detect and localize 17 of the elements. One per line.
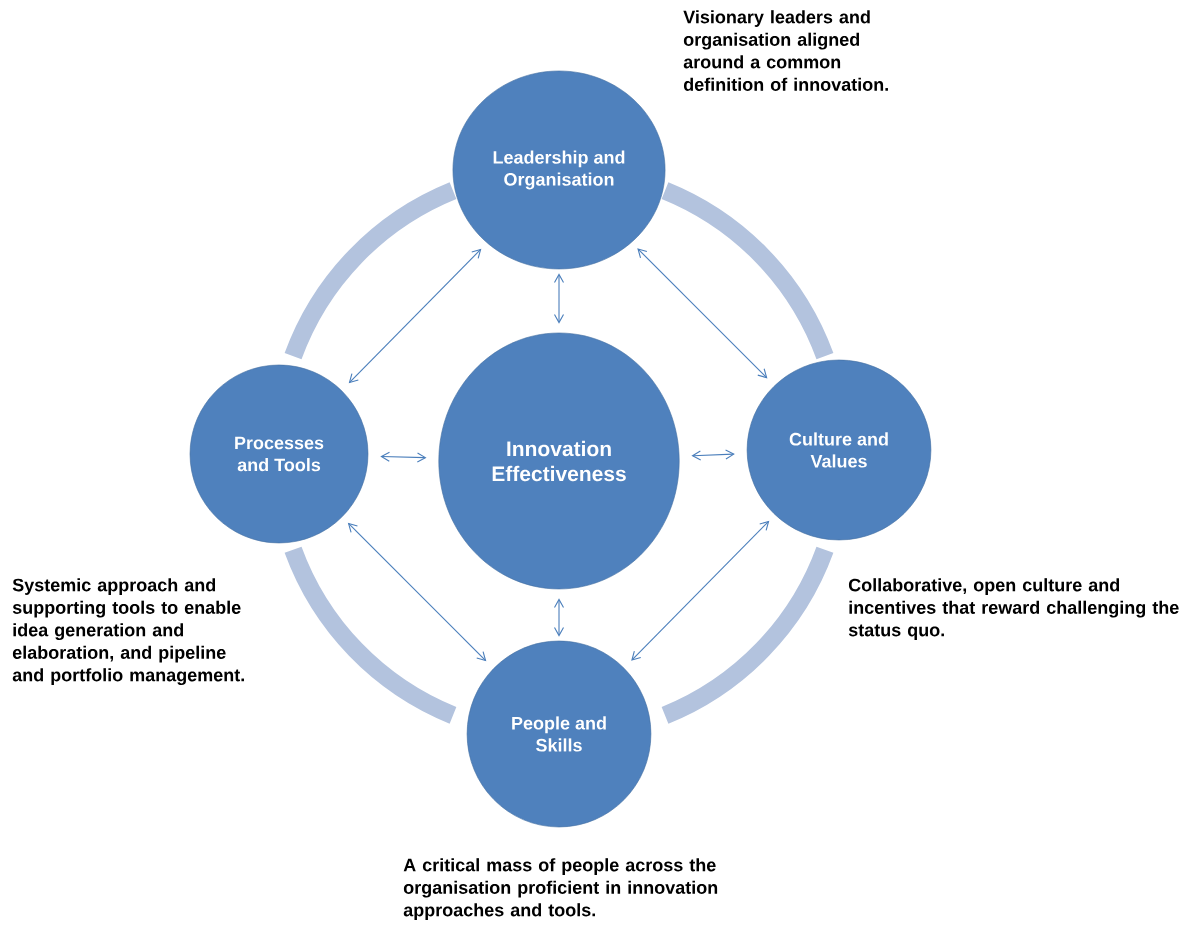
double-headed-arrow bbox=[380, 451, 427, 463]
circle-node: Culture and Values bbox=[746, 359, 932, 541]
annotation-text: A critical mass of people across the organisation proficient in innovation approaches and tools. bbox=[403, 858, 718, 920]
double-headed-arrow bbox=[348, 248, 482, 384]
double-headed-arrow bbox=[637, 248, 768, 379]
circle-node: Processes and Tools bbox=[189, 364, 369, 544]
double-headed-arrow bbox=[347, 522, 487, 662]
circle-node: Leadership and Organisation bbox=[452, 70, 666, 270]
double-headed-arrow bbox=[553, 273, 565, 324]
double-headed-arrow bbox=[631, 520, 770, 661]
annotation-text: Collaborative, open culture and incentives that reward challenging the status quo. bbox=[848, 578, 1179, 640]
circle-node: People and Skills bbox=[466, 640, 652, 828]
circle-node: Innovation Effectiveness bbox=[438, 332, 680, 590]
double-headed-arrow bbox=[553, 598, 565, 637]
annotation-text: Systemic approach and supporting tools to enable idea generation and elaboration, and pipeline and portfolio management. bbox=[12, 578, 244, 686]
annotation-text: Visionary leaders and organisation aligned around a common definition of innovation. bbox=[683, 10, 888, 91]
double-headed-arrow bbox=[691, 449, 735, 461]
